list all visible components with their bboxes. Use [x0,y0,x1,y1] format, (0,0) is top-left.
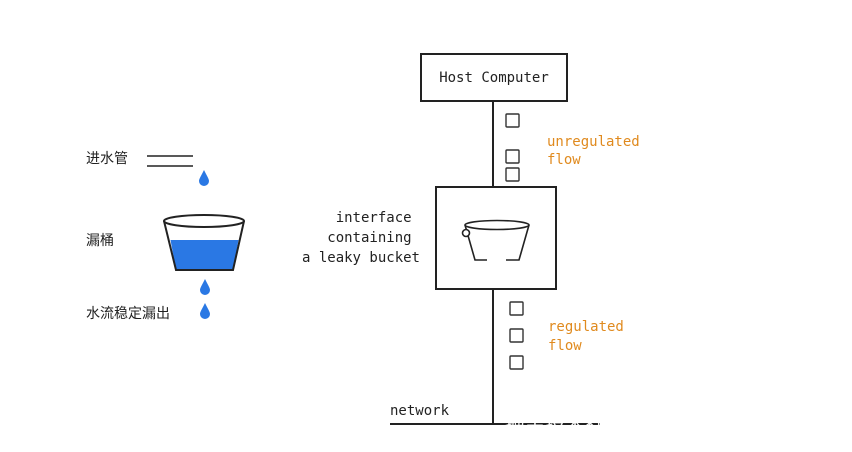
regulated-flow-label: regulated flow [548,319,632,354]
bucket-water [170,240,239,270]
outflow-label: 水流稳定漏出 [86,306,170,322]
regulated-packet [509,328,524,343]
inlet-pipe-icon [147,155,193,167]
regulated-packet [509,355,524,370]
unregulated-flow-label: unregulated flow [547,134,648,168]
right-panel: Host Computer unregulated flow interface… [302,53,648,425]
network-label: network [390,403,450,419]
unregulated-packet [505,167,520,182]
regulated-packet [509,301,524,316]
unregulated-packet [505,113,520,128]
inlet-label: 进水管 [86,151,128,167]
bucket-label: 漏桶 [86,233,114,249]
leaky-bucket-icon [163,214,245,271]
water-drop-icon [200,279,210,295]
host-computer-label: Host Computer [439,70,549,86]
water-drop-icon [199,170,209,186]
leak-hole-icon [461,228,471,238]
watermark-text: 掘金技术社区 @ Ibuprofen_xxx [505,412,799,436]
small-bucket-icon [461,219,530,261]
water-drop-icon [200,303,210,319]
host-computer-box [420,53,568,102]
left-panel: 进水管 漏桶 水流稳定漏出 [86,151,245,322]
interface-label: interface containing a leaky bucket [302,210,420,266]
unregulated-packet [505,149,520,164]
interface-box [435,186,557,290]
